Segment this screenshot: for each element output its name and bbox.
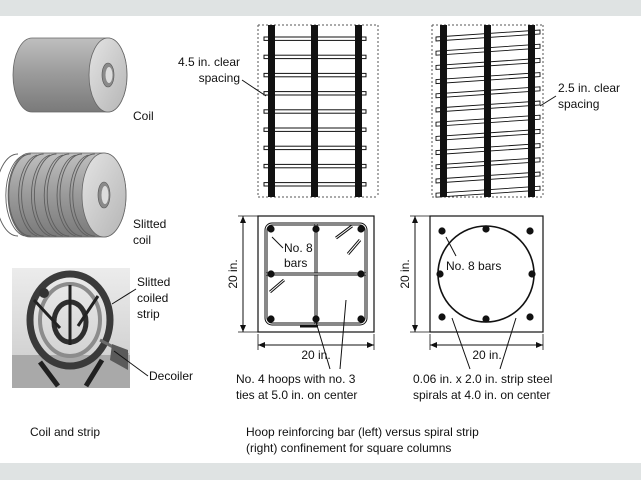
hoop-note-2: ties at 5.0 in. on center — [236, 388, 357, 402]
spiral-spacing-label-1: 2.5 in. clear — [558, 81, 620, 95]
hoop-bars-label-2: bars — [284, 256, 307, 270]
slitted-coil-illustration — [0, 152, 127, 238]
spiral-note-2: spirals at 4.0 in. on center — [413, 388, 550, 402]
strip-leader — [111, 288, 137, 305]
long-bar — [311, 25, 318, 197]
no8-bar — [357, 225, 365, 233]
slit-groove — [46, 153, 70, 237]
long-bar — [355, 25, 362, 197]
coil-label: Coil — [133, 109, 154, 123]
no8-bar — [357, 270, 365, 278]
hoop-spacing-label-1: 4.5 in. clear — [178, 55, 240, 69]
hoop-note-1: No. 4 hoops with no. 3 — [236, 372, 356, 386]
hoop-note-leader — [339, 299, 347, 370]
spiral-bars-leader — [445, 236, 457, 257]
slit-groove — [5, 154, 25, 237]
no8-bar — [357, 315, 365, 323]
long-bar — [268, 25, 275, 197]
slitted-coil-label-2: coil — [133, 233, 151, 247]
slit-groove — [30, 154, 51, 237]
hoop-spacing-label-2: spacing — [199, 71, 240, 85]
spiral-note-1: 0.06 in. x 2.0 in. strip steel — [413, 372, 552, 386]
no8-bar — [267, 315, 275, 323]
long-bar — [440, 25, 447, 197]
hoop-note-leader — [315, 321, 331, 370]
slitted-strip-label-1: Slitted — [137, 275, 170, 289]
hoop-height-dimension — [238, 215, 258, 333]
slit-groove — [56, 154, 76, 237]
long-bar — [484, 25, 491, 197]
no8-bar — [482, 225, 490, 233]
spiral-note-leader — [499, 317, 517, 370]
spiral-height-dimension — [410, 215, 430, 333]
spiral-spacing-label-2: spacing — [558, 97, 599, 111]
bottom-band — [0, 463, 641, 480]
no8-bar — [438, 227, 446, 235]
slit-groove — [18, 154, 38, 237]
no8-bar — [528, 270, 536, 278]
slit-groove — [0, 153, 19, 237]
no8-bar — [267, 270, 275, 278]
spiral-height-label: 20 in. — [398, 259, 412, 288]
no8-bar — [526, 227, 534, 235]
spiral-width-dimension — [429, 334, 544, 350]
slit-groove — [8, 153, 31, 237]
left-caption: Coil and strip — [30, 425, 100, 439]
hoop-bars-leader — [271, 236, 284, 249]
spiral-width-label: 20 in. — [472, 348, 501, 362]
no8-bar — [312, 315, 320, 323]
spiral-spacing-leader — [539, 95, 557, 107]
top-band — [0, 0, 641, 16]
hoop-width-label: 20 in. — [301, 348, 330, 362]
coil-illustration — [12, 37, 128, 113]
main-caption-1: Hoop reinforcing bar (left) versus spira… — [246, 425, 479, 439]
slitted-strip-label-3: strip — [137, 307, 160, 321]
slit-groove — [69, 154, 89, 237]
slit-groove — [59, 153, 83, 237]
no8-bar — [267, 225, 275, 233]
spiral-column-elevation — [431, 24, 544, 198]
decoiler-label: Decoiler — [149, 369, 193, 383]
no8-bar — [482, 315, 490, 323]
hoop-height-label: 20 in. — [226, 259, 240, 288]
hoop-section — [257, 215, 375, 333]
hoop-column-elevation — [257, 24, 379, 198]
slit-groove — [72, 153, 95, 237]
slitted-coil-label-1: Slitted — [133, 217, 166, 231]
spiral-bars-label: No. 8 bars — [446, 259, 501, 273]
spiral-section — [429, 215, 544, 333]
decoiler-photo — [12, 268, 130, 388]
spiral-note-leader — [451, 317, 471, 370]
slit-groove — [43, 154, 63, 237]
hoop-width-dimension — [257, 334, 375, 350]
hoop-spacing-leader — [241, 79, 267, 97]
no8-bar — [436, 270, 444, 278]
slit-groove — [21, 153, 44, 237]
no8-bar — [526, 313, 534, 321]
hoop-bars-label-1: No. 8 — [284, 241, 313, 255]
slitted-strip-label-2: coiled — [137, 291, 168, 305]
decoiler-leader — [113, 350, 149, 377]
main-caption-2: (right) confinement for square columns — [246, 441, 451, 455]
no8-bar — [312, 225, 320, 233]
no8-bar — [438, 313, 446, 321]
long-bar — [528, 25, 535, 197]
slit-groove — [33, 153, 57, 237]
